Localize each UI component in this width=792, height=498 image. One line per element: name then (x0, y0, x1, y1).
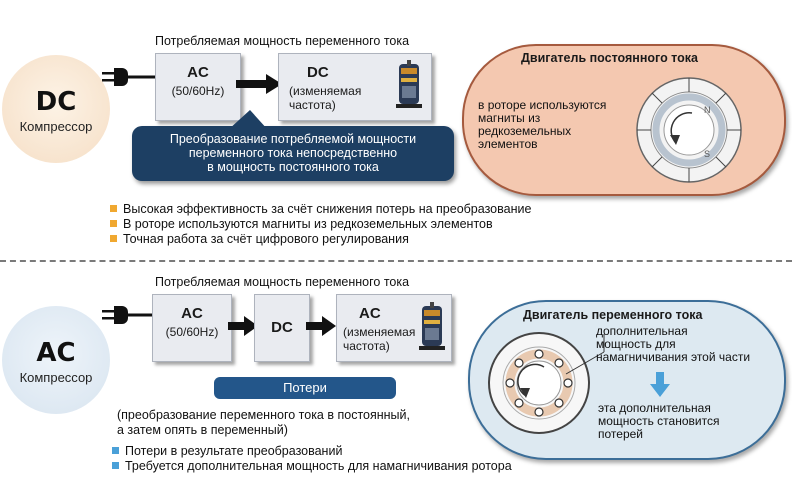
ac-compressor-badge: AC Компрессор (2, 306, 110, 414)
box-main-label: DC (307, 64, 329, 81)
list-item-text: Требуется дополнительная мощность для на… (125, 458, 512, 473)
dc-conversion-banner (132, 126, 454, 181)
flow-arrow-icon (306, 316, 336, 336)
dc-benefits-list: Высокая эффективность за счёт снижения п… (110, 201, 531, 246)
bullet-square-icon (112, 447, 119, 454)
motor-title: Двигатель постоянного тока (521, 51, 698, 65)
badge-subtitle: Компрессор (19, 370, 93, 385)
down-arrow-icon (650, 372, 670, 397)
ac-rotor-icon (488, 332, 590, 434)
power-plug-icon (102, 68, 156, 86)
box-sub-label: (изменяемая частота) (343, 325, 416, 353)
power-caption: Потребляемая мощность переменного тока (155, 275, 410, 289)
box-sub-label: (50/60Hz) (171, 84, 225, 98)
badge-title: DC (35, 87, 77, 117)
bullet-square-icon (110, 205, 117, 212)
loss-note: эта дополнительная мощность становится п… (598, 401, 720, 441)
ac-input-box: AC (50/60Hz) (155, 53, 241, 121)
loss-label: Потери (214, 377, 396, 399)
conversion-note: (преобразование переменного тока в посто… (117, 408, 410, 437)
annotation-pointer (565, 334, 605, 375)
ac-input-box: AC (50/60Hz) (152, 294, 232, 362)
badge-subtitle: Компрессор (19, 119, 93, 134)
rotor-north-label: N (704, 105, 711, 115)
list-item: В роторе используются магниты из редкозе… (110, 216, 531, 231)
list-item-text: В роторе используются магниты из редкозе… (123, 216, 493, 231)
banner-pointer (228, 110, 268, 130)
compressor-icon (419, 302, 445, 350)
flow-arrow-icon (228, 316, 258, 336)
dc-conversion-banner-text: Преобразование потребляемой мощности пер… (169, 132, 417, 174)
ac-drawbacks-list: Потери в результате преобразований Требу… (112, 443, 512, 473)
box-main-label: AC (181, 305, 203, 322)
section-divider (0, 260, 792, 262)
box-main-label: AC (187, 64, 209, 81)
list-item-text: Потери в результате преобразований (125, 443, 343, 458)
list-item: Потери в результате преобразований (112, 443, 512, 458)
dc-intermediate-box: DC (254, 294, 310, 362)
box-main-label: DC (271, 319, 293, 336)
box-sub-label: (50/60Hz) (165, 325, 219, 339)
box-sub-label: (изменяемая частота) (289, 84, 362, 112)
list-item-text: Высокая эффективность за счёт снижения п… (123, 201, 532, 216)
bullet-square-icon (110, 220, 117, 227)
dc-compressor-badge: DC Компрессор (2, 55, 110, 163)
rotor-south-label: S (704, 149, 710, 159)
power-plug-icon (102, 306, 156, 324)
list-item: Точная работа за счёт цифрового регулиро… (110, 231, 531, 246)
power-caption: Потребляемая мощность переменного тока (155, 34, 410, 48)
list-item-text: Точная работа за счёт цифрового регулиро… (123, 231, 409, 246)
motor-description: в роторе используются магниты из редкозе… (478, 98, 607, 151)
bullet-square-icon (110, 235, 117, 242)
dc-rotor-icon: N S (636, 77, 742, 183)
flow-arrow-icon (236, 74, 282, 94)
motor-title: Двигатель переменного тока (523, 308, 703, 322)
list-item: Требуется дополнительная мощность для на… (112, 458, 512, 473)
box-main-label: AC (359, 305, 381, 322)
bullet-square-icon (112, 462, 119, 469)
badge-title: AC (36, 338, 76, 368)
loss-label-text: Потери (283, 380, 327, 395)
magnetization-note: дополнительная мощность для намагничиван… (596, 324, 751, 364)
list-item: Высокая эффективность за счёт снижения п… (110, 201, 531, 216)
compressor-icon (396, 60, 422, 108)
